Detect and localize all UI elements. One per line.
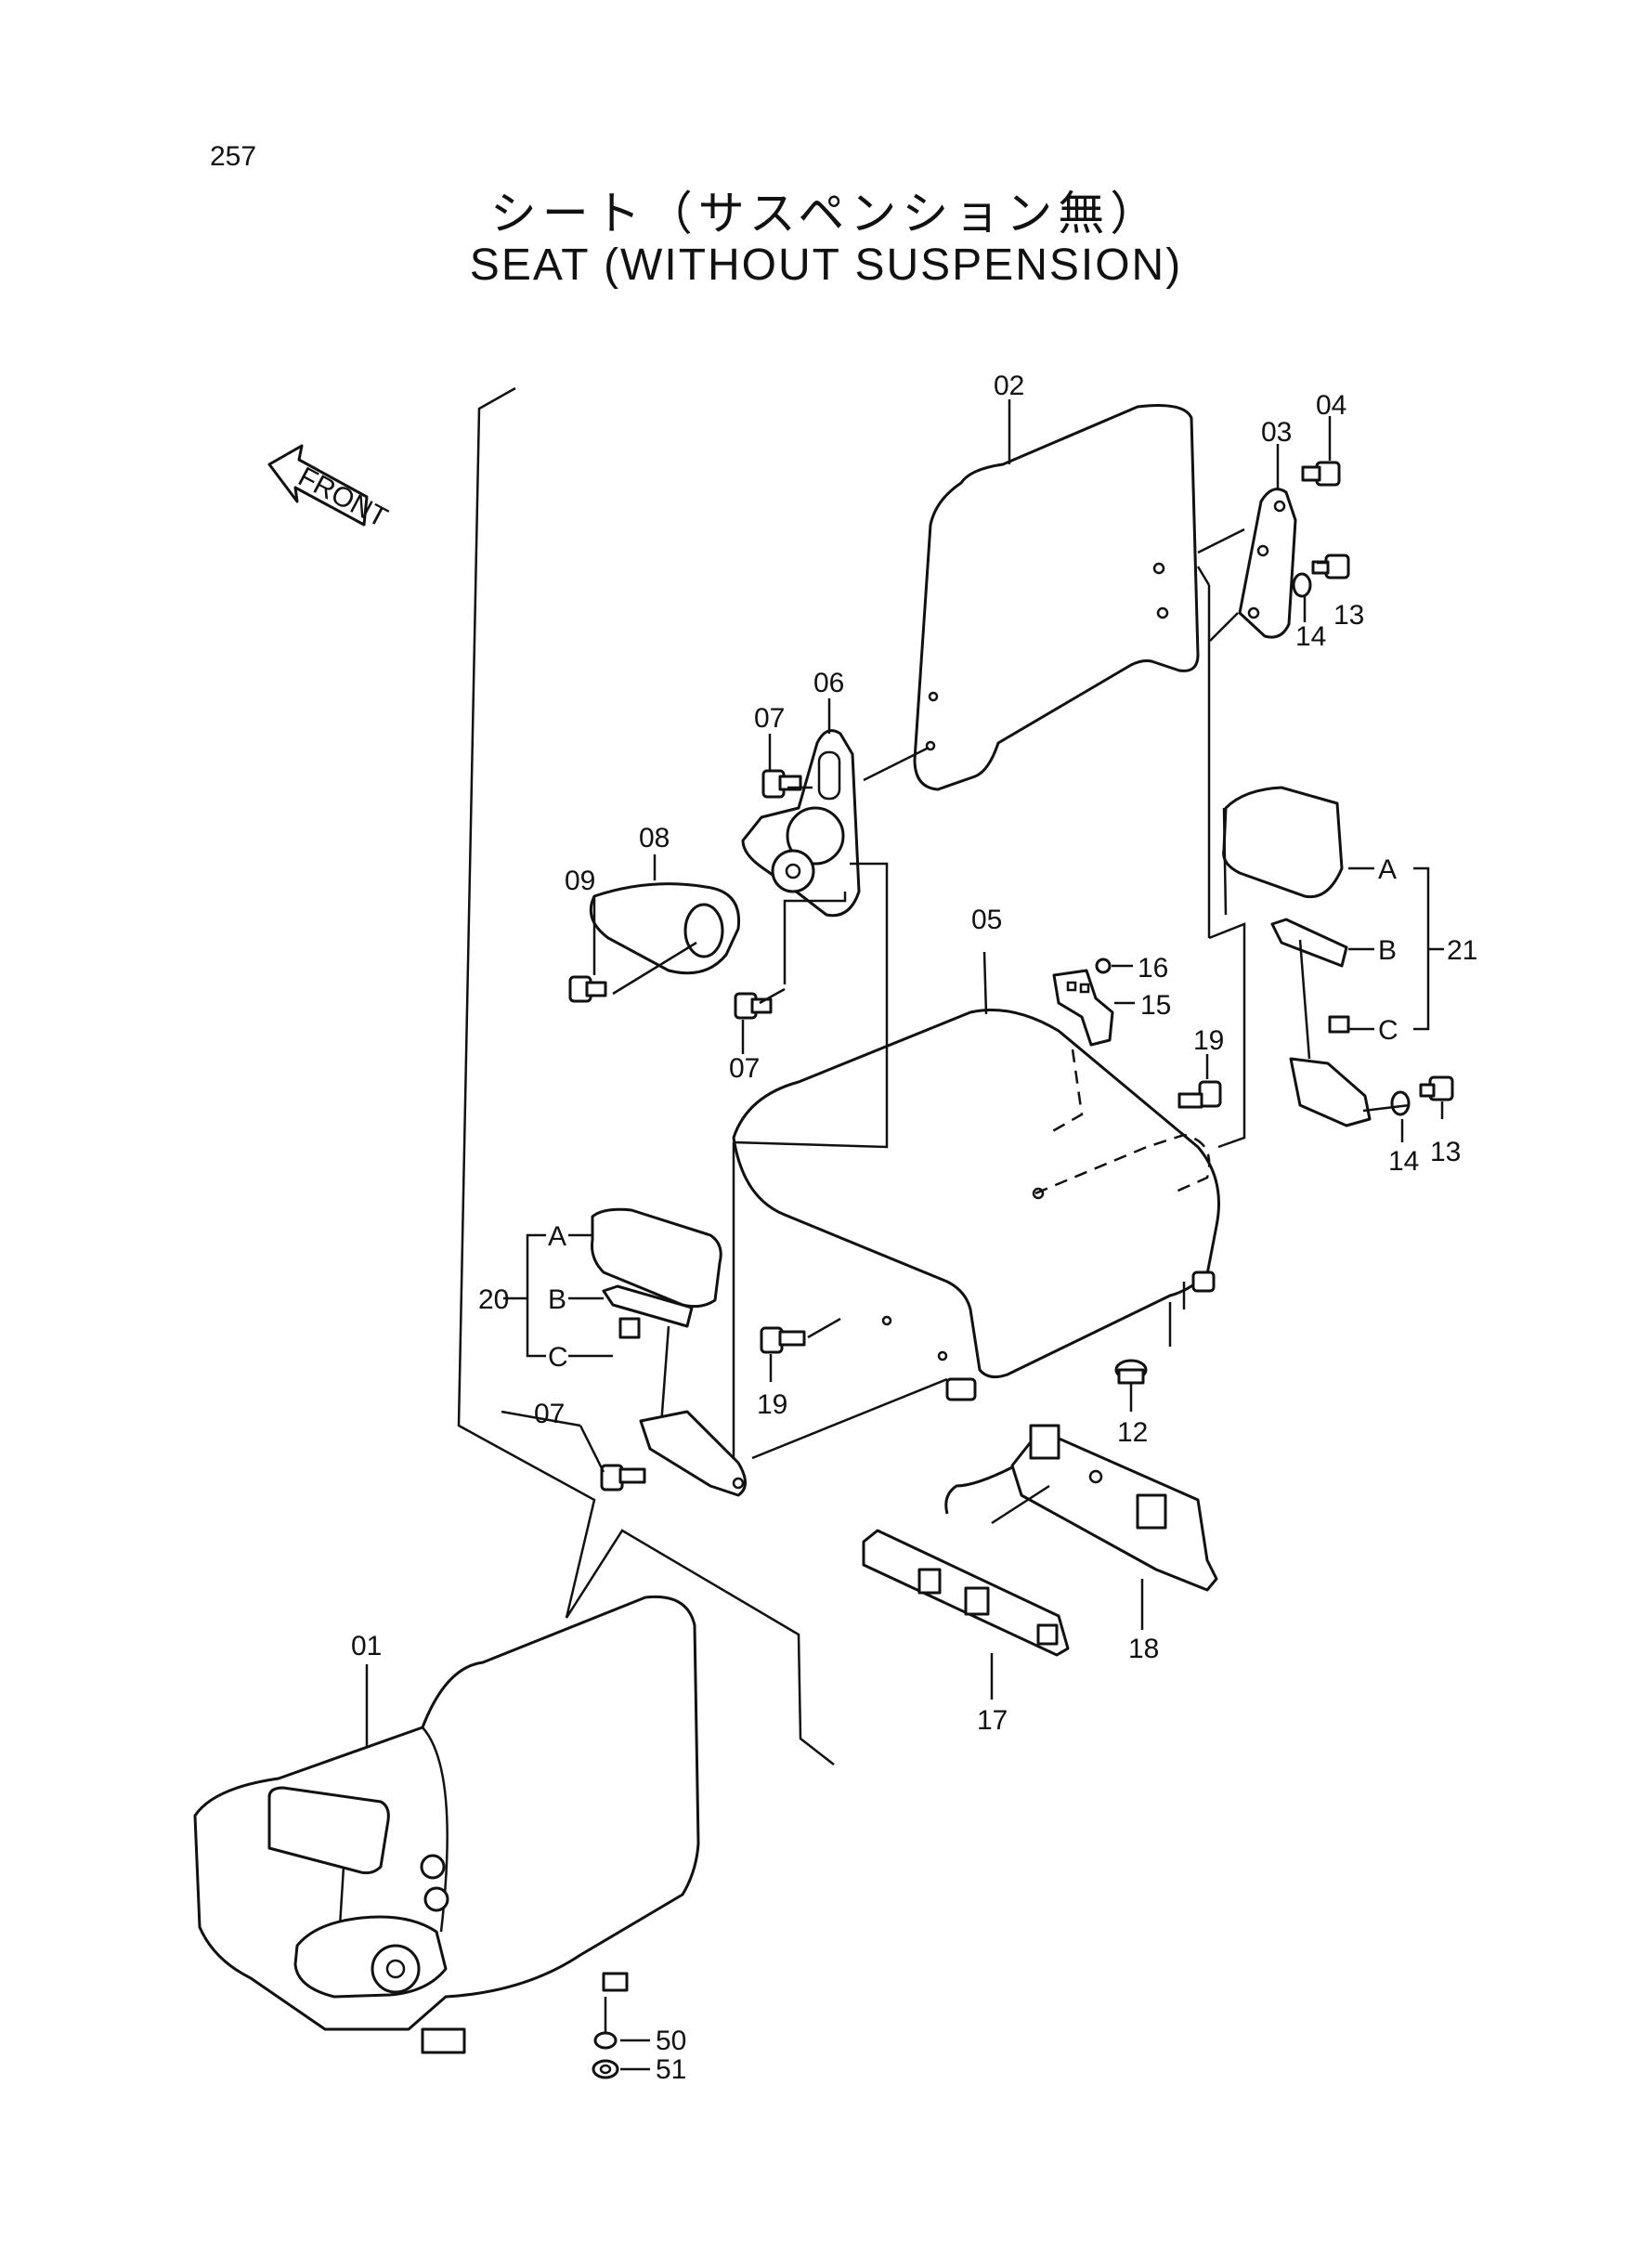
callout-19-right: 19 — [1193, 1025, 1224, 1056]
bolt-07-middle-icon — [734, 992, 773, 1020]
washer-14-upper-icon — [1292, 572, 1312, 598]
front-arrow-icon: FRONT — [267, 444, 393, 534]
bolt-19-left-icon — [760, 1326, 806, 1354]
leader-lines — [365, 399, 1444, 2071]
callout-12: 12 — [1117, 1417, 1148, 1448]
callout-14-upper: 14 — [1295, 621, 1326, 652]
part-17-slide-rail — [862, 1529, 1070, 1657]
callout-21-a: A — [1378, 854, 1397, 885]
callout-03: 03 — [1261, 417, 1292, 448]
callout-51: 51 — [656, 2054, 686, 2085]
callout-13-lower: 13 — [1430, 1137, 1461, 1167]
bolt-13-lower-icon — [1419, 1075, 1454, 1101]
part-03-bracket — [1238, 488, 1297, 639]
callout-13-upper: 13 — [1333, 600, 1364, 631]
part-05-seat-cushion — [732, 1009, 1220, 1401]
bolt-04-icon — [1301, 461, 1341, 487]
part-20-armrest-left — [591, 1207, 747, 1497]
callout-17: 17 — [977, 1705, 1008, 1736]
part-02-backrest — [913, 404, 1200, 791]
callout-21-b: B — [1378, 935, 1397, 966]
part-16-nut-icon — [1095, 958, 1112, 974]
front-arrow-label: FRONT — [293, 462, 393, 534]
page-number: 257 — [210, 141, 257, 172]
part-12-plug-icon — [1114, 1359, 1148, 1385]
callout-08: 08 — [639, 823, 670, 853]
callout-16: 16 — [1138, 953, 1168, 984]
callout-20-b: B — [548, 1284, 566, 1315]
page-title-japanese: シート（サスペンション無） — [489, 187, 1163, 241]
callout-07-middle: 07 — [729, 1053, 760, 1084]
part-08-cover — [589, 882, 741, 975]
part-21-armrest-right — [1222, 786, 1372, 1127]
part-01-seat-assembly — [193, 1595, 700, 2054]
callout-09: 09 — [565, 866, 595, 896]
callout-02: 02 — [994, 371, 1024, 401]
callout-05: 05 — [971, 905, 1002, 935]
callout-20: 20 — [478, 1284, 509, 1315]
part-18-slide-rail — [944, 1424, 1218, 1592]
callout-21: 21 — [1447, 935, 1477, 966]
bolt-13-upper-icon — [1311, 554, 1350, 580]
callout-20-a: A — [548, 1221, 566, 1252]
bracket-20 — [526, 1233, 546, 1358]
part-06-hinge-plate — [741, 729, 861, 918]
bolt-09-icon — [568, 975, 607, 1003]
washer-14-lower-icon — [1390, 1090, 1411, 1116]
callout-18: 18 — [1128, 1634, 1159, 1664]
nut-51-icon — [592, 2059, 619, 2079]
callout-15: 15 — [1140, 990, 1171, 1021]
callout-04: 04 — [1316, 390, 1346, 421]
callout-21-c: C — [1378, 1015, 1398, 1046]
callout-20-c: C — [548, 1342, 568, 1373]
part-15-bracket — [1052, 969, 1114, 1047]
callout-01: 01 — [351, 1631, 382, 1661]
exploded-view-boundary — [457, 386, 835, 1765]
bolt-07-lower-icon — [600, 1464, 646, 1492]
bracket-21 — [1413, 866, 1430, 1031]
callout-14-lower: 14 — [1388, 1146, 1419, 1177]
callout-06: 06 — [813, 668, 844, 698]
page-title: SEAT (WITHOUT SUSPENSION) — [469, 241, 1183, 290]
callout-07-upper: 07 — [754, 703, 785, 734]
bolt-19-right-icon — [1177, 1080, 1222, 1109]
callout-07-lower: 07 — [534, 1399, 565, 1429]
washer-50-icon — [593, 2031, 618, 2050]
callout-19-left: 19 — [757, 1389, 787, 1420]
callout-50: 50 — [656, 2026, 686, 2056]
bolt-07-upper-icon — [761, 769, 802, 799]
